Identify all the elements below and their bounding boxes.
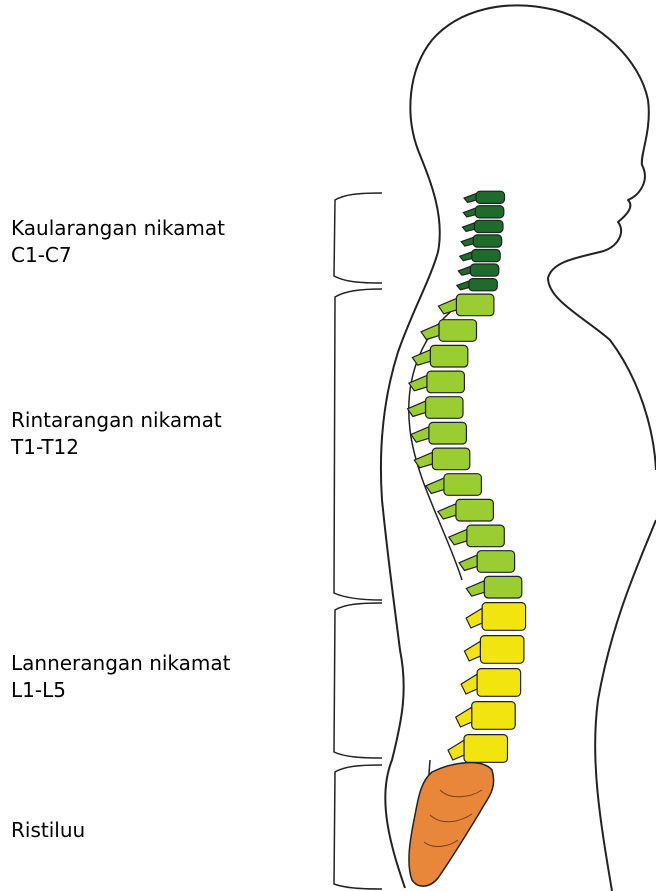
label-lumbar-range: L1-L5 <box>11 677 231 704</box>
cervical-vertebra-body <box>475 206 504 218</box>
lumbar-vertebra-process <box>466 608 482 628</box>
thoracic-vertebra-process <box>438 298 456 313</box>
thoracic-vertebra-body <box>456 294 494 316</box>
lumbar-vertebra-body <box>480 636 524 664</box>
lumbar-vertebrae <box>448 603 526 763</box>
body-silhouette <box>381 5 656 888</box>
lumbar-vertebra-process <box>461 674 477 694</box>
label-cervical: Kaularangan nikamat C1-C7 <box>11 215 225 269</box>
lumbar-vertebra-body <box>464 735 508 763</box>
body-silhouette-front <box>595 520 656 891</box>
lumbar-vertebra-process <box>464 641 480 661</box>
cervical-vertebra-body <box>470 264 499 276</box>
cervical-vertebra-process <box>464 194 476 203</box>
label-lumbar-name: Lannerangan nikamat <box>11 650 231 677</box>
lumbar-vertebra-process <box>448 740 464 760</box>
thoracic-vertebra-process <box>408 401 426 416</box>
thoracic-vertebra-body <box>439 320 477 342</box>
cervical-vertebra-process <box>460 252 472 261</box>
cervical-vertebra-body <box>473 235 502 247</box>
thoracic-vertebra-body <box>484 576 522 598</box>
thoracic-vertebra-body <box>426 397 464 419</box>
thoracic-vertebra-body <box>467 525 505 547</box>
label-thoracic-range: T1-T12 <box>11 434 222 461</box>
thoracic-vertebra-body <box>432 448 470 470</box>
bracket-lumbar <box>334 603 382 758</box>
lumbar-vertebra-body <box>477 669 520 697</box>
label-thoracic: Rintarangan nikamat T1-T12 <box>11 407 222 461</box>
label-cervical-name: Kaularangan nikamat <box>11 215 225 242</box>
thoracic-vertebra-process <box>421 324 439 339</box>
bracket-thoracic <box>334 289 382 600</box>
thoracic-vertebra-process <box>466 581 484 596</box>
thoracic-vertebra-process <box>426 478 444 493</box>
thoracic-vertebra-body <box>456 499 494 521</box>
bracket-cervical <box>334 193 382 283</box>
cervical-vertebra-process <box>457 281 469 290</box>
bracket-sacrum <box>334 765 382 889</box>
thoracic-vertebra-process <box>438 504 456 519</box>
cervical-vertebra-process <box>458 267 470 276</box>
thoracic-vertebra-process <box>459 555 477 570</box>
label-lumbar: Lannerangan nikamat L1-L5 <box>11 650 231 704</box>
thoracic-vertebra-body <box>430 345 468 367</box>
thoracic-vertebrae <box>408 294 522 598</box>
lumbar-vertebra-body <box>482 603 525 631</box>
label-sacrum: Ristiluu <box>11 817 85 844</box>
label-thoracic-name: Rintarangan nikamat <box>11 407 222 434</box>
thoracic-vertebra-body <box>444 474 482 496</box>
cervical-vertebra-body <box>472 250 501 262</box>
cervical-vertebra-body <box>475 220 504 232</box>
lumbar-vertebra-body <box>472 702 516 730</box>
thoracic-vertebra-body <box>477 551 514 573</box>
cervical-vertebra-body <box>476 191 505 203</box>
thoracic-vertebra-process <box>414 452 432 467</box>
thoracic-vertebra-body <box>427 371 465 393</box>
sacrum-bone <box>409 763 494 887</box>
thoracic-vertebra-body <box>429 422 467 444</box>
cervical-vertebra-body <box>469 279 498 291</box>
lumbar-vertebra-process <box>456 707 472 727</box>
label-cervical-range: C1-C7 <box>11 242 225 269</box>
cervical-vertebrae <box>457 191 505 291</box>
cervical-vertebra-process <box>463 223 475 232</box>
label-sacrum-name: Ristiluu <box>11 817 85 844</box>
thoracic-vertebra-process <box>411 427 429 442</box>
thoracic-vertebra-process <box>449 529 467 544</box>
cervical-vertebra-process <box>461 237 473 246</box>
cervical-vertebra-process <box>463 208 475 217</box>
